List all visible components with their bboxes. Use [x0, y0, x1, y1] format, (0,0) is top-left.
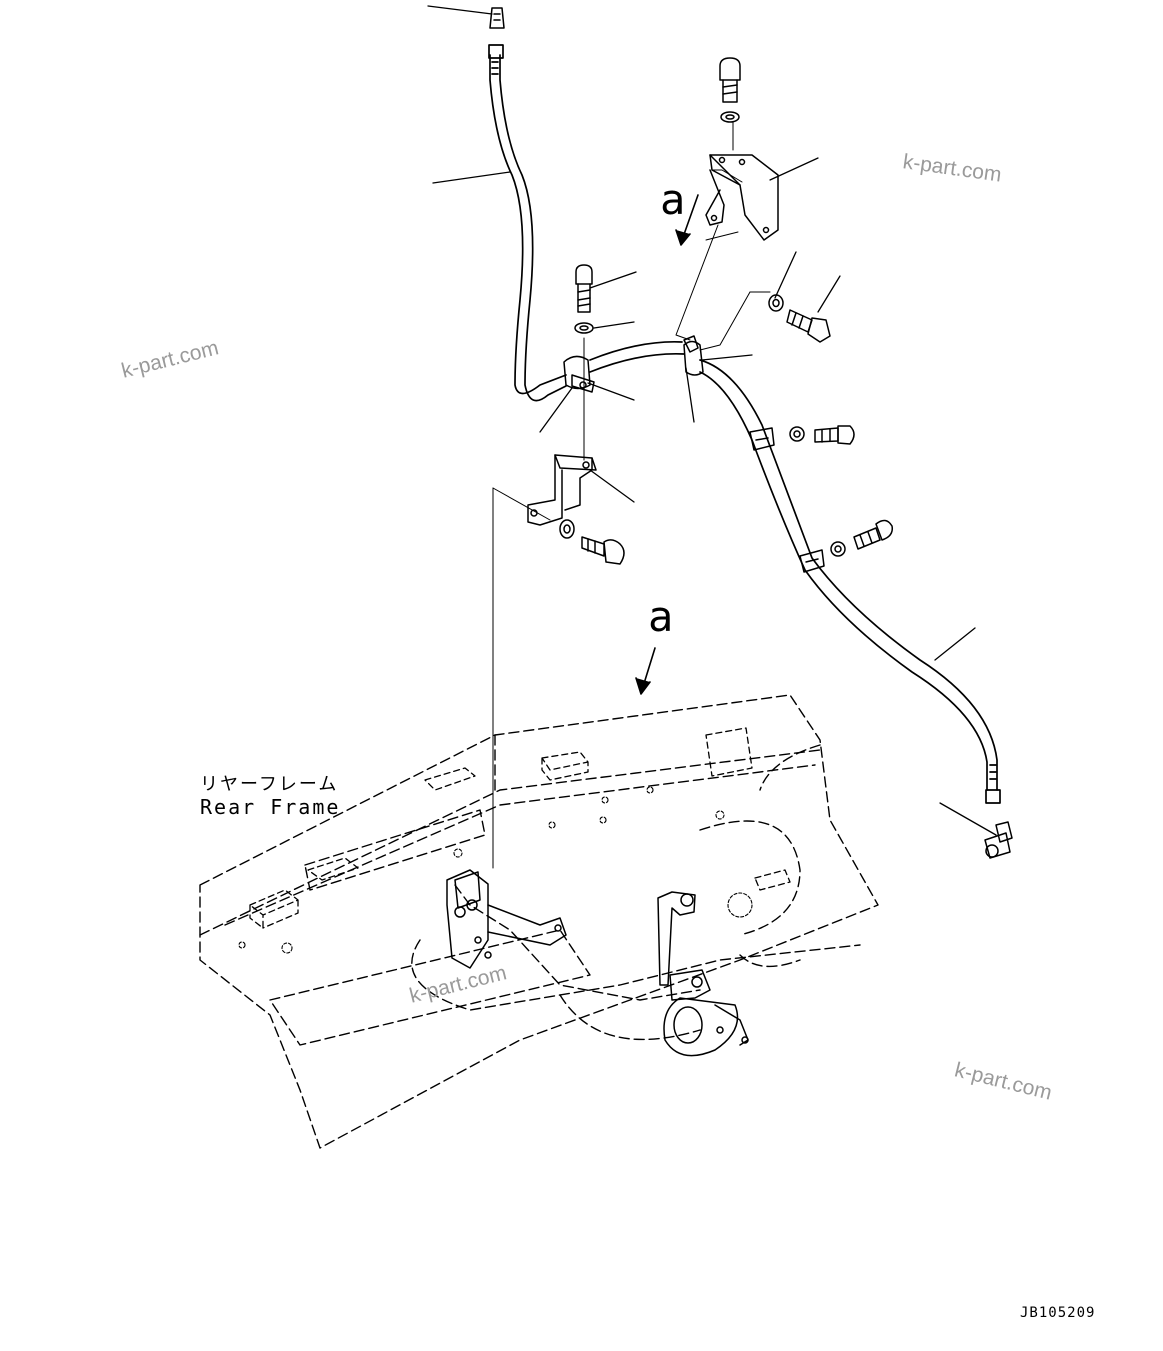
drawing-code: JB105209 [1020, 1305, 1096, 1321]
view-arrow-mid [635, 647, 656, 695]
elbow-fitting [984, 821, 1013, 859]
clamp-left [563, 355, 595, 393]
hose-left [488, 44, 567, 402]
assembly-lines [492, 121, 771, 869]
hinge-assembly [657, 891, 749, 1057]
hose-right [699, 359, 1001, 804]
frame-holes [238, 786, 753, 954]
hose-middle [589, 340, 685, 373]
view-marker-top: a [660, 175, 686, 224]
bolt-clamp-left [574, 264, 594, 334]
frame-label-jp: リヤーフレーム [200, 774, 339, 795]
bracket-lower [527, 454, 597, 526]
bolt-right-1 [789, 425, 855, 445]
view-marker-mid: a [648, 592, 674, 641]
bolt-right-2 [830, 519, 894, 557]
rear-frame-outline [199, 694, 879, 1149]
bolt-upper-right [768, 294, 831, 343]
bolt-upper [719, 57, 741, 123]
view-arrow-top [675, 194, 699, 246]
leader-lines [427, 5, 997, 836]
hose-clamp-1 [749, 427, 775, 451]
bolt-lower-left [559, 519, 625, 565]
clamp-right [683, 335, 704, 376]
bracket-upper [705, 154, 779, 241]
frame-label-en: Rear Frame [200, 795, 341, 819]
top-fitting [489, 7, 505, 29]
frame-lugs [249, 727, 791, 929]
hose-clamp-2 [799, 549, 825, 573]
frame-bracket [446, 869, 567, 969]
